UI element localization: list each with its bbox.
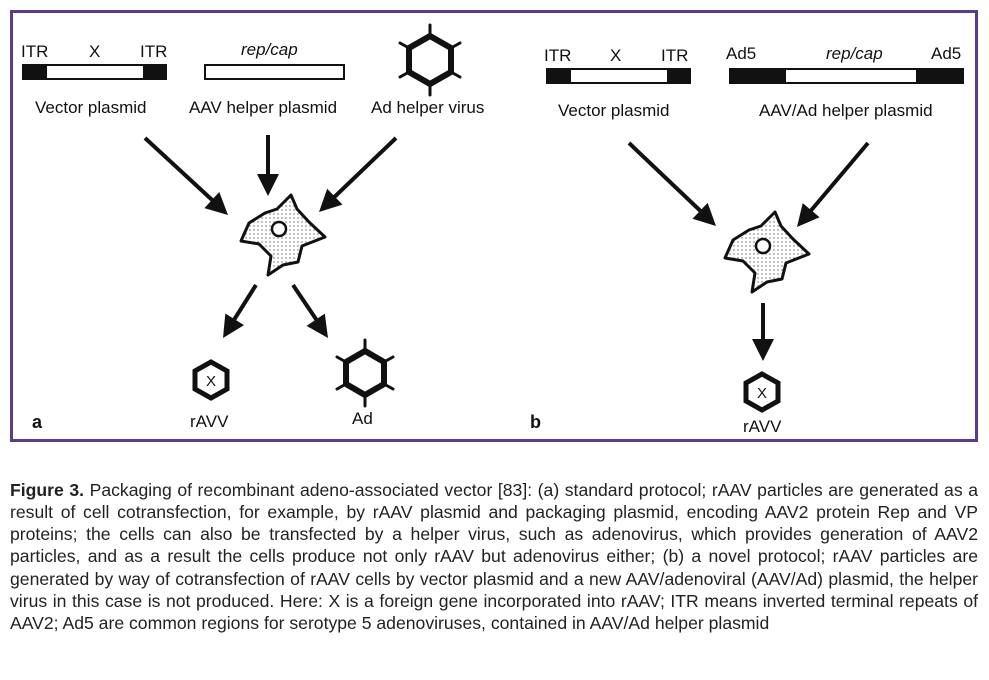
repcap-label-b: rep/cap — [826, 44, 883, 63]
diagram: ITR X ITR Vector plasmid rep/cap AAV hel… — [21, 23, 964, 436]
arrow-helper-to-cell-a — [257, 135, 279, 196]
panel-b: ITR X ITR Vector plasmid Ad5 rep/cap Ad5… — [530, 44, 964, 436]
arrow-cell-to-ad-a — [291, 283, 338, 345]
ad5-left-label: Ad5 — [726, 44, 756, 63]
ad-helper-virus-icon — [398, 23, 462, 97]
host-cell-b — [723, 210, 811, 294]
vector-plasmid-diagram-a — [22, 64, 167, 80]
raav-product-label-a: rAVV — [190, 412, 229, 431]
figure-caption-text: Packaging of recombinant adeno-associate… — [10, 479, 978, 634]
raav-virion-icon-b — [743, 371, 781, 413]
panel-a: ITR X ITR Vector plasmid rep/cap AAV hel… — [21, 23, 484, 432]
raav-virion-icon-a — [192, 359, 230, 401]
host-cell-a — [239, 193, 327, 277]
itr-left-label-b: ITR — [544, 46, 571, 65]
vector-plasmid-label-b: Vector plasmid — [558, 101, 670, 120]
raav-product-label-b: rAVV — [743, 417, 782, 436]
vector-plasmid-diagram-b — [546, 68, 691, 84]
aav-helper-plasmid-diagram — [204, 64, 345, 80]
ad-helper-virus-label: Ad helper virus — [371, 98, 484, 117]
itr-right-label-a: ITR — [140, 42, 167, 61]
aav-ad-helper-plasmid-label: AAV/Ad helper plasmid — [759, 101, 933, 120]
arrow-vector-to-cell-b — [627, 141, 724, 234]
raav-virion-x-label-b: X — [757, 385, 767, 402]
figure-caption: Figure 3. Packaging of recombinant adeno… — [10, 479, 978, 635]
arrow-virus-to-cell-a — [311, 136, 398, 220]
figure-caption-label: Figure 3. — [10, 479, 85, 500]
itr-right-label-b: ITR — [661, 46, 688, 65]
gene-x-label-a: X — [89, 42, 100, 61]
aav-helper-plasmid-label: AAV helper plasmid — [189, 98, 337, 117]
arrow-cell-to-raav-b — [752, 303, 774, 361]
panel-a-label: a — [32, 412, 43, 432]
aav-ad-helper-plasmid-diagram — [729, 68, 964, 84]
panel-b-label: b — [530, 412, 541, 432]
arrow-cell-to-raav-a — [213, 283, 258, 344]
repcap-label-a: rep/cap — [241, 40, 298, 59]
arrow-vector-to-cell-a — [143, 136, 236, 224]
ad-product-label: Ad — [352, 409, 373, 428]
raav-virion-x-label-a: X — [206, 373, 216, 390]
arrow-helper-to-cell-b — [788, 141, 870, 235]
ad5-right-label: Ad5 — [931, 44, 961, 63]
itr-left-label-a: ITR — [21, 42, 48, 61]
gene-x-label-b: X — [610, 46, 621, 65]
vector-plasmid-label-a: Vector plasmid — [35, 98, 147, 117]
ad-virion-icon — [335, 338, 395, 408]
figure-frame: ITR X ITR Vector plasmid rep/cap AAV hel… — [10, 10, 978, 442]
